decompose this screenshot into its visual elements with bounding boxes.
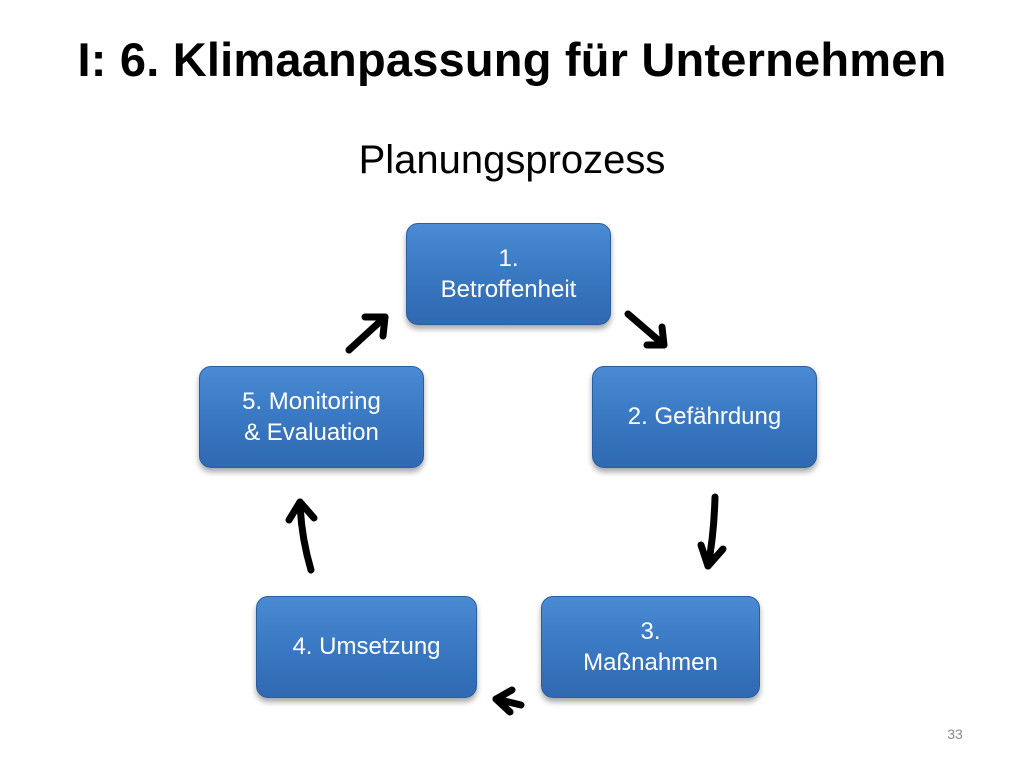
page-number: 33 xyxy=(947,726,963,742)
step-5-monitoring-evaluation: 5. Monitoring & Evaluation xyxy=(199,366,424,468)
step-2-gefaehrdung: 2. Gefährdung xyxy=(592,366,817,468)
step-4-umsetzung: 4. Umsetzung xyxy=(256,596,477,698)
arrow-2-to-3-icon xyxy=(697,493,727,570)
arrow-5-to-1-icon xyxy=(345,313,389,354)
step-3-massnahmen: 3. Maßnahmen xyxy=(541,596,760,698)
arrow-4-to-5-icon xyxy=(285,498,318,574)
arrow-1-to-2-icon xyxy=(624,310,668,349)
slide-subtitle: Planungsprozess xyxy=(358,138,666,182)
arrow-3-to-4-icon xyxy=(492,686,525,716)
slide-title: I: 6. Klimaanpassung für Unternehmen xyxy=(77,33,947,86)
step-1-betroffenheit: 1. Betroffenheit xyxy=(406,223,611,325)
